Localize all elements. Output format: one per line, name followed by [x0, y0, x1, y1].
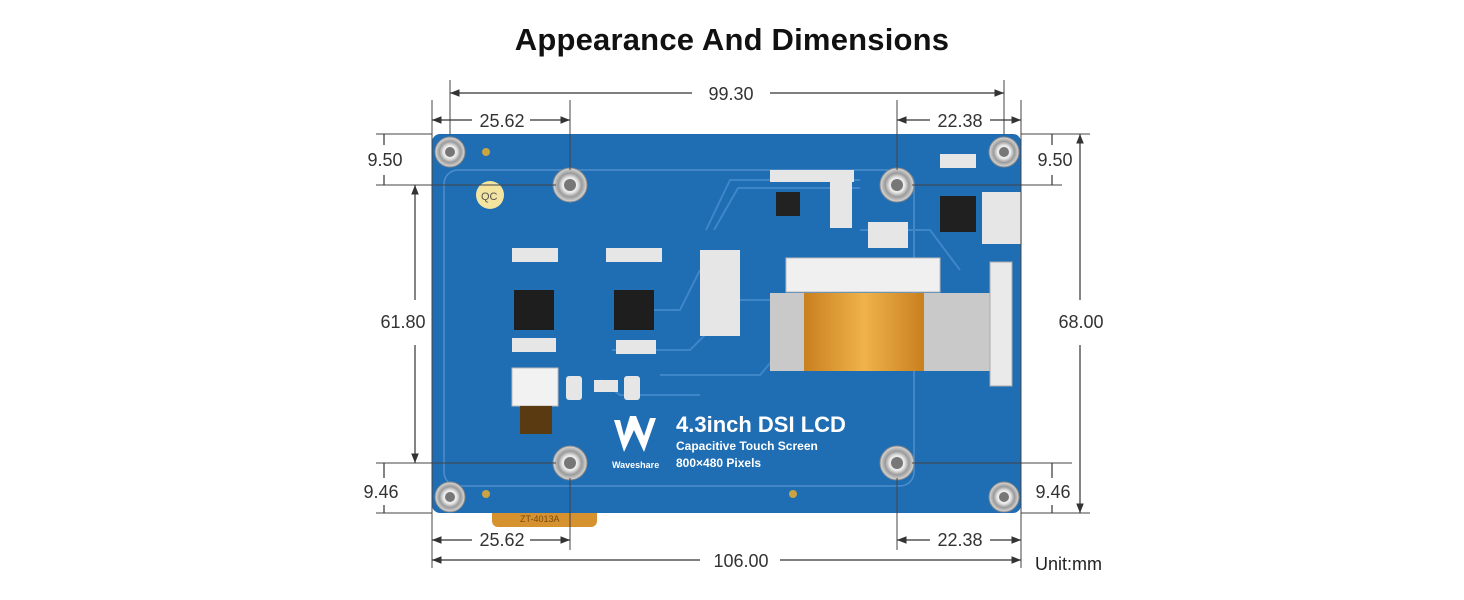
ic-chip-small — [776, 192, 800, 216]
mounting-holes — [434, 136, 1020, 513]
dim-bottom-total: 106.00 — [713, 551, 768, 571]
top-fpc-socket — [785, 257, 941, 293]
dim-left-height: 61.80 — [380, 312, 425, 332]
side-fpc-socket — [989, 261, 1013, 387]
waveshare-logo: Waveshare — [612, 416, 659, 470]
brand-label: Waveshare — [612, 460, 659, 470]
pcb-board: QC Waveshare 4.3inch DSI LCD Capacitive … — [432, 134, 1022, 513]
product-feature: Capacitive Touch Screen — [676, 439, 818, 453]
dim-bottom-left-hole: 25.62 — [479, 530, 524, 550]
dim-right-height: 68.00 — [1058, 312, 1103, 332]
dim-left-top-offset: 9.50 — [367, 150, 402, 170]
dim-top-left-hole: 25.62 — [479, 111, 524, 131]
fiducials — [482, 148, 797, 498]
svg-text:QC: QC — [481, 191, 498, 203]
smd-components — [512, 154, 1022, 354]
ic-chip-left — [514, 290, 554, 330]
touch-fpc — [520, 406, 552, 434]
product-name: 4.3inch DSI LCD — [676, 412, 846, 437]
passives-row — [566, 376, 640, 400]
dim-top-total: 99.30 — [708, 84, 753, 104]
dim-right-bottom-offset: 9.46 — [1035, 482, 1070, 502]
dim-right-top-offset: 9.50 — [1037, 150, 1072, 170]
dim-left-bottom-offset: 9.46 — [363, 482, 398, 502]
product-resolution: 800×480 Pixels — [676, 456, 761, 470]
ic-chip-mid — [614, 290, 654, 330]
dim-top-right-hole: 22.38 — [937, 111, 982, 131]
touch-connector — [511, 367, 559, 407]
qc-sticker: QC — [476, 181, 504, 209]
page-title: Appearance And Dimensions — [514, 22, 950, 57]
fpc-ribbon — [804, 293, 924, 371]
fpc-label: ZT-4013A — [520, 514, 560, 524]
dimension-lines — [383, 89, 1084, 564]
dim-bottom-right-hole: 22.38 — [937, 530, 982, 550]
unit-label: Unit:mm — [1035, 554, 1102, 574]
ic-chip-right — [940, 196, 976, 232]
